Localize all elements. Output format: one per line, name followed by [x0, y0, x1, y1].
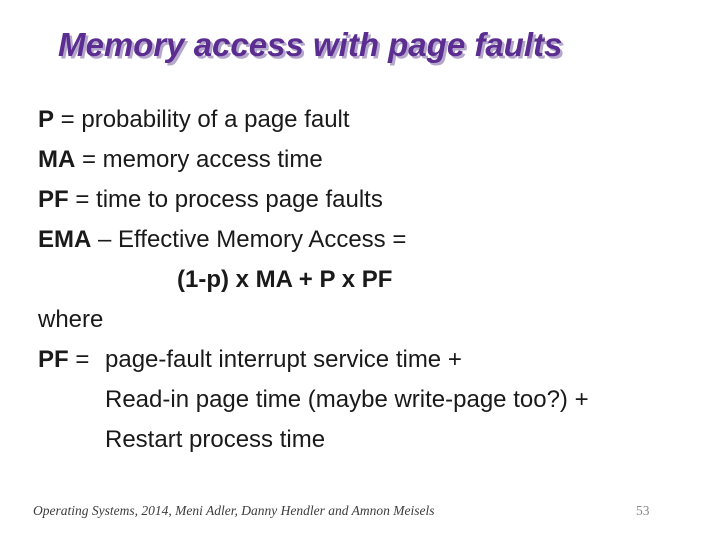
slide-title: Memory access with page faults	[58, 26, 563, 63]
where-label: where	[38, 306, 104, 333]
definition-p: P = probability of a page fault	[38, 100, 688, 140]
term-p: P	[38, 106, 55, 133]
pf-expansion-line-3: Restart process time	[105, 426, 326, 453]
pf-expansion-line-1: PF = page-fault interrupt service time +	[38, 340, 688, 380]
footer-credits: Operating Systems, 2014, Meni Adler, Dan…	[33, 503, 435, 518]
definition-ema-text: – Effective Memory Access =	[91, 226, 407, 253]
pf-expansion-equals: =	[68, 346, 90, 373]
slide-body: P = probability of a page fault MA = mem…	[38, 100, 688, 460]
term-ma: MA	[38, 146, 76, 173]
definition-p-text: = probability of a page fault	[54, 106, 350, 133]
pf-expansion-line-2: Read-in page time (maybe write-page too?…	[105, 386, 589, 413]
definition-ma-text: = memory access time	[75, 146, 323, 173]
ema-formula: (1-p) x MA + P x PF	[177, 266, 393, 293]
pf-expansion-text-1: page-fault interrupt service time +	[105, 346, 462, 373]
definition-ema: EMA – Effective Memory Access =	[38, 220, 688, 260]
definition-pf: PF = time to process page faults	[38, 180, 688, 220]
term-pf: PF	[38, 186, 69, 213]
definition-pf-text: = time to process page faults	[68, 186, 383, 213]
page-number: 53	[636, 503, 650, 518]
pf-expansion-label: PF =	[38, 340, 89, 380]
definition-ma: MA = memory access time	[38, 140, 688, 180]
pf-expansion-term: PF	[38, 346, 69, 373]
term-ema: EMA	[38, 226, 92, 253]
